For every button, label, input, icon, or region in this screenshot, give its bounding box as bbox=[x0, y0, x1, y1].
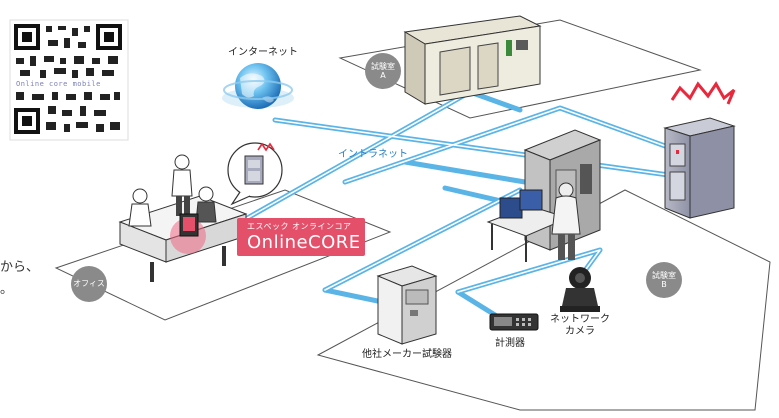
alert-bubble-icon bbox=[227, 142, 283, 206]
sample-table-icon bbox=[486, 189, 570, 262]
office-workers-icon bbox=[118, 154, 248, 282]
lab-b-badge-top: 試験室 bbox=[652, 270, 676, 280]
lab-b-badge: 試験室 B bbox=[646, 262, 682, 298]
lab-b-badge-bottom: B bbox=[661, 280, 667, 289]
technician-icon bbox=[551, 182, 581, 260]
globe-icon bbox=[222, 63, 294, 109]
measuring-instrument-label: 計測器 bbox=[495, 338, 525, 349]
cut-text-line2: 。 bbox=[0, 282, 14, 297]
lab-a-badge: 試験室 A bbox=[365, 53, 401, 89]
alarm-burst-icon bbox=[670, 81, 736, 105]
network-camera-label-line1: ネットワーク bbox=[550, 314, 610, 325]
qr-code bbox=[9, 19, 129, 141]
internet-label: インターネット bbox=[228, 47, 298, 58]
network-camera-label-line2: カメラ bbox=[565, 325, 595, 337]
lab-a-chamber-icon bbox=[403, 15, 542, 105]
cut-text-line1: から、 bbox=[0, 260, 40, 275]
intranet-label: イントラネット bbox=[338, 149, 408, 160]
measuring-instrument-icon bbox=[489, 313, 539, 331]
brand-subtitle: エスペック オンラインコア bbox=[247, 222, 352, 231]
lab-b-cabinet-icon bbox=[663, 117, 736, 219]
office-badge-label: オフィス bbox=[73, 279, 105, 289]
network-camera-icon bbox=[560, 267, 600, 312]
onlinecore-brand-badge: エスペック オンラインコア OnlineCORE bbox=[237, 218, 365, 256]
other-maker-tester-icon bbox=[376, 265, 438, 345]
other-maker-tester-label: 他社メーカー試験器 bbox=[362, 349, 452, 360]
network-camera-label: ネットワーク カメラ bbox=[550, 314, 610, 337]
brand-name: OnlineCORE bbox=[247, 232, 361, 253]
lab-a-badge-top: 試験室 bbox=[371, 61, 395, 71]
lab-a-badge-bottom: A bbox=[380, 71, 386, 80]
office-badge: オフィス bbox=[71, 266, 107, 302]
qr-caption: Online core mobile bbox=[16, 80, 101, 88]
